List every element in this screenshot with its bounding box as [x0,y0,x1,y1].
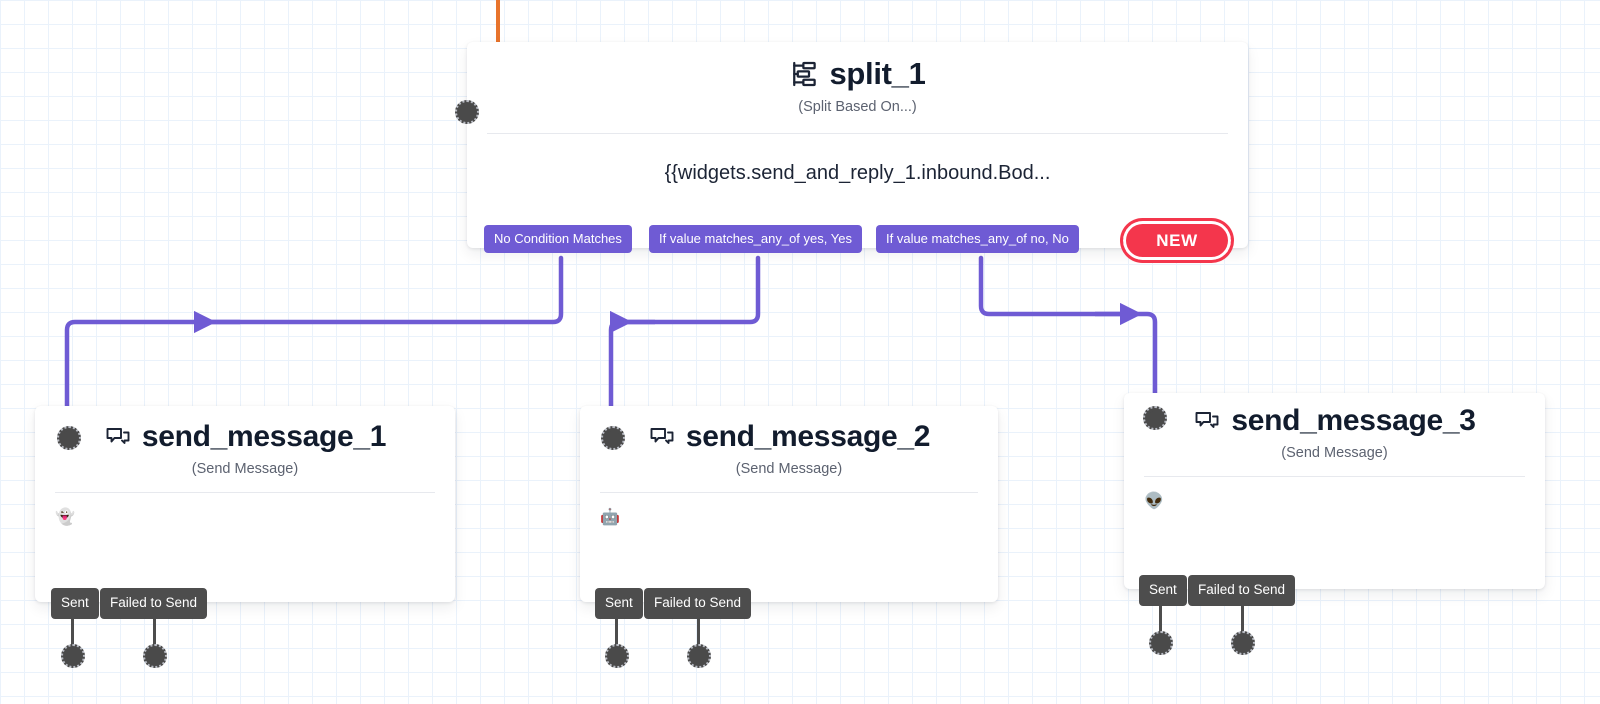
split-condition-no[interactable]: If value matches_any_of no, No [876,225,1079,253]
send-message-3-divider [1144,476,1525,477]
edge-no-condition-to-message-1 [64,255,564,415]
split-condition-no-condition-matches[interactable]: No Condition Matches [484,225,632,253]
split-condition-yes[interactable]: If value matches_any_of yes, Yes [649,225,862,253]
send-message-1-output-sent-stem [71,618,74,648]
send-message-1-subtitle: (Send Message) [191,461,299,477]
send-message-2-input-connector-dot[interactable] [601,426,625,450]
new-condition-badge[interactable]: NEW [1120,218,1234,263]
send-message-1-output-failed[interactable]: Failed to Send [100,588,208,619]
send-message-1-output-failed-dot[interactable] [143,644,167,668]
send-message-2-output-failed-dot[interactable] [687,644,711,668]
send-message-2-body-emoji: 🤖 [600,509,620,526]
send-message-3-output-sent-dot[interactable] [1149,631,1173,655]
send-message-2-divider [600,492,978,493]
edge-no-to-message-3 [978,255,1158,403]
send-message-1-title: send_message_1 [141,420,387,453]
send-message-3-subtitle: (Send Message) [1281,445,1388,461]
send-message-2-body: 🤖 [580,493,998,527]
message-bubble-icon [1193,407,1221,435]
send-message-3-header: send_message_3 (Send Message) [1124,393,1545,461]
send-message-1-header: send_message_1 (Send Message) [35,406,455,477]
send-message-3-output-failed[interactable]: Failed to Send [1188,575,1296,606]
send-message-3-output-failed-dot[interactable] [1231,631,1255,655]
split-icon [789,59,819,89]
send-message-2-output-sent-dot[interactable] [605,644,629,668]
edge-yes-to-message-2 [608,255,761,415]
send-message-2-subtitle: (Send Message) [735,461,843,477]
send-message-1-body: 👻 [35,493,455,527]
send-message-1-body-emoji: 👻 [55,509,75,526]
send-message-1-output-sent[interactable]: Sent [51,588,99,619]
node-send-message-2[interactable]: send_message_2 (Send Message) 🤖 [580,406,998,602]
send-message-2-output-failed[interactable]: Failed to Send [644,588,752,619]
split-node-subtitle: (Split Based On...) [798,99,917,115]
send-message-3-body: 👽 [1124,477,1545,511]
message-bubble-icon [648,423,676,451]
split-input-connector-dot[interactable] [455,100,479,124]
send-message-1-output-failed-stem [153,618,156,648]
send-message-1-output-sent-dot[interactable] [61,644,85,668]
message-bubble-icon [104,423,132,451]
send-message-1-input-connector-dot[interactable] [57,426,81,450]
split-card-header: split_1 (Split Based On...) [467,42,1248,115]
split-expression: {{widgets.send_and_reply_1.inbound.Bod..… [664,162,1051,184]
send-message-2-output-sent-stem [615,618,618,648]
send-message-1-divider [55,492,435,493]
node-send-message-1[interactable]: send_message_1 (Send Message) 👻 [35,406,455,602]
split-node-title: split_1 [829,56,926,91]
send-message-2-output-failed-stem [697,618,700,648]
send-message-3-input-connector-dot[interactable] [1143,406,1167,430]
send-message-3-output-sent-stem [1159,605,1162,635]
send-message-2-output-sent[interactable]: Sent [595,588,643,619]
send-message-3-output-failed-stem [1241,605,1244,635]
node-split-1[interactable]: split_1 (Split Based On...) {{widgets.se… [455,42,1248,248]
send-message-2-header: send_message_2 (Send Message) [580,406,998,477]
send-message-2-title: send_message_2 [685,420,931,453]
node-send-message-3[interactable]: send_message_3 (Send Message) 👽 [1124,393,1545,589]
send-message-3-output-sent[interactable]: Sent [1139,575,1187,606]
send-message-3-title: send_message_3 [1231,404,1476,437]
split-card-divider [487,133,1228,134]
send-message-3-body-emoji: 👽 [1144,493,1164,510]
